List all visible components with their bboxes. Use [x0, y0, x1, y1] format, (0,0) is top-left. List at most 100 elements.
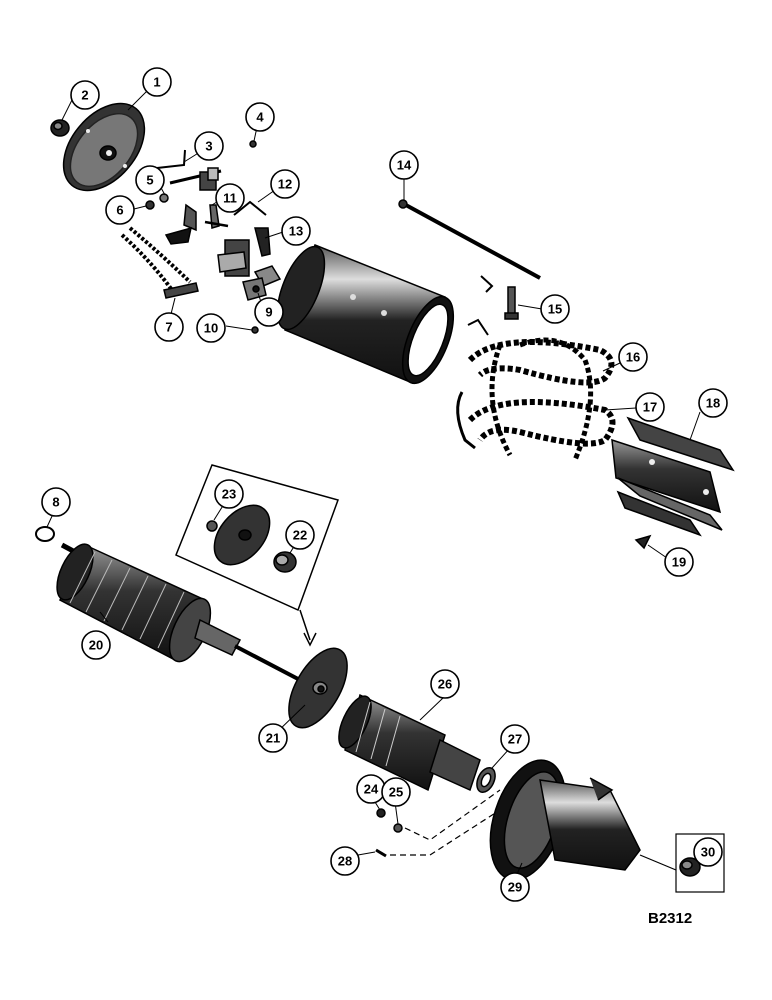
- callout-number: 18: [706, 396, 720, 411]
- callout-number: 7: [165, 320, 172, 335]
- part-insulator-disc-21: [288, 647, 348, 729]
- callout-bubble: [698, 388, 728, 418]
- callout-number: 2: [81, 88, 88, 103]
- callout-18: 18: [698, 388, 728, 418]
- callout-bubble: [500, 872, 530, 902]
- callout-number: 13: [289, 224, 303, 239]
- drawing-code: B2312: [648, 910, 692, 927]
- parts-drawing: [35, 89, 735, 893]
- callout-4: 4: [245, 102, 275, 132]
- callout-number: 25: [389, 785, 403, 800]
- callout-2: 2: [70, 80, 100, 110]
- callout-number: 3: [205, 139, 212, 154]
- callout-number: 27: [508, 732, 522, 747]
- callout-25: 25: [381, 777, 411, 807]
- callout-number: 20: [89, 638, 103, 653]
- callout-bubble: [215, 183, 245, 213]
- callout-number: 14: [397, 158, 412, 173]
- callout-number: 9: [265, 305, 272, 320]
- part-washer-8: [35, 526, 55, 542]
- part-bushing-30: [639, 833, 725, 893]
- callout-bubble: [81, 630, 111, 660]
- callout-number: 30: [701, 845, 715, 860]
- callout-6: 6: [105, 195, 135, 225]
- callout-bubble: [70, 80, 100, 110]
- callout-10: 10: [196, 313, 226, 343]
- callout-bubble: [330, 846, 360, 876]
- callout-number: 21: [266, 731, 280, 746]
- part-brush-leads-7: [120, 226, 199, 299]
- part-fasteners-24-25-28: [375, 789, 501, 858]
- callout-bubble: [381, 777, 411, 807]
- callout-bubble: [258, 723, 288, 753]
- callout-bubble: [389, 150, 419, 180]
- callout-bubble: [135, 165, 165, 195]
- callout-number: 6: [116, 203, 123, 218]
- callout-bubble: [540, 294, 570, 324]
- callout-16: 16: [618, 342, 648, 372]
- callout-27: 27: [500, 724, 530, 754]
- part-collar-27: [476, 766, 496, 794]
- callout-29: 29: [500, 872, 530, 902]
- part-pole-shoes-18-19: [611, 416, 735, 550]
- callout-21: 21: [258, 723, 288, 753]
- callout-number: 5: [146, 173, 153, 188]
- part-drive-housing-29: [489, 759, 641, 881]
- callout-bubble: [664, 547, 694, 577]
- callout-number: 24: [364, 782, 379, 797]
- callout-bubble: [154, 312, 184, 342]
- callout-15: 15: [540, 294, 570, 324]
- callout-bubble: [41, 487, 71, 517]
- callout-bubble: [270, 169, 300, 199]
- callout-3: 3: [194, 131, 224, 161]
- part-kit-bracket: [175, 464, 339, 647]
- callout-23: 23: [214, 479, 244, 509]
- callout-24: 24: [356, 774, 386, 804]
- callout-number: 11: [223, 191, 237, 206]
- callout-7: 7: [154, 312, 184, 342]
- callout-number: 19: [672, 555, 686, 570]
- part-bushing-2: [50, 119, 70, 137]
- callout-bubble: [635, 392, 665, 422]
- callout-13: 13: [281, 216, 311, 246]
- part-drive-assembly-26: [338, 693, 481, 792]
- callout-bubble: [196, 313, 226, 343]
- callout-22: 22: [285, 520, 315, 550]
- callout-14: 14: [389, 150, 419, 180]
- callout-12: 12: [270, 169, 300, 199]
- part-through-bolt-14: [398, 199, 541, 280]
- callout-8: 8: [41, 487, 71, 517]
- callout-number: 26: [438, 677, 452, 692]
- callout-number: 28: [338, 854, 352, 869]
- part-field-coils-16-17: [456, 318, 616, 461]
- callout-bubble: [254, 297, 284, 327]
- callout-26: 26: [430, 669, 460, 699]
- callout-bubble: [281, 216, 311, 246]
- part-brush-holder-assembly: [145, 140, 282, 334]
- callout-number: 1: [153, 75, 160, 90]
- callout-number: 17: [643, 400, 657, 415]
- callout-11: 11: [215, 183, 245, 213]
- callout-bubble: [105, 195, 135, 225]
- callout-bubble: [618, 342, 648, 372]
- callout-19: 19: [664, 547, 694, 577]
- callout-17: 17: [635, 392, 665, 422]
- callout-bubble: [500, 724, 530, 754]
- callout-30: 30: [693, 837, 723, 867]
- callout-number: 23: [222, 487, 236, 502]
- callout-bubble: [194, 131, 224, 161]
- callout-number: 8: [52, 495, 59, 510]
- callout-9: 9: [254, 297, 284, 327]
- callout-number: 16: [626, 350, 640, 365]
- callout-bubble: [245, 102, 275, 132]
- callout-number: 15: [548, 302, 562, 317]
- part-armature-20: [56, 542, 301, 682]
- part-terminal-stud-15: [480, 275, 519, 320]
- callout-bubble: [142, 67, 172, 97]
- callout-28: 28: [330, 846, 360, 876]
- callout-bubble: [430, 669, 460, 699]
- callout-number: 4: [256, 110, 264, 125]
- callout-number: 22: [293, 528, 307, 543]
